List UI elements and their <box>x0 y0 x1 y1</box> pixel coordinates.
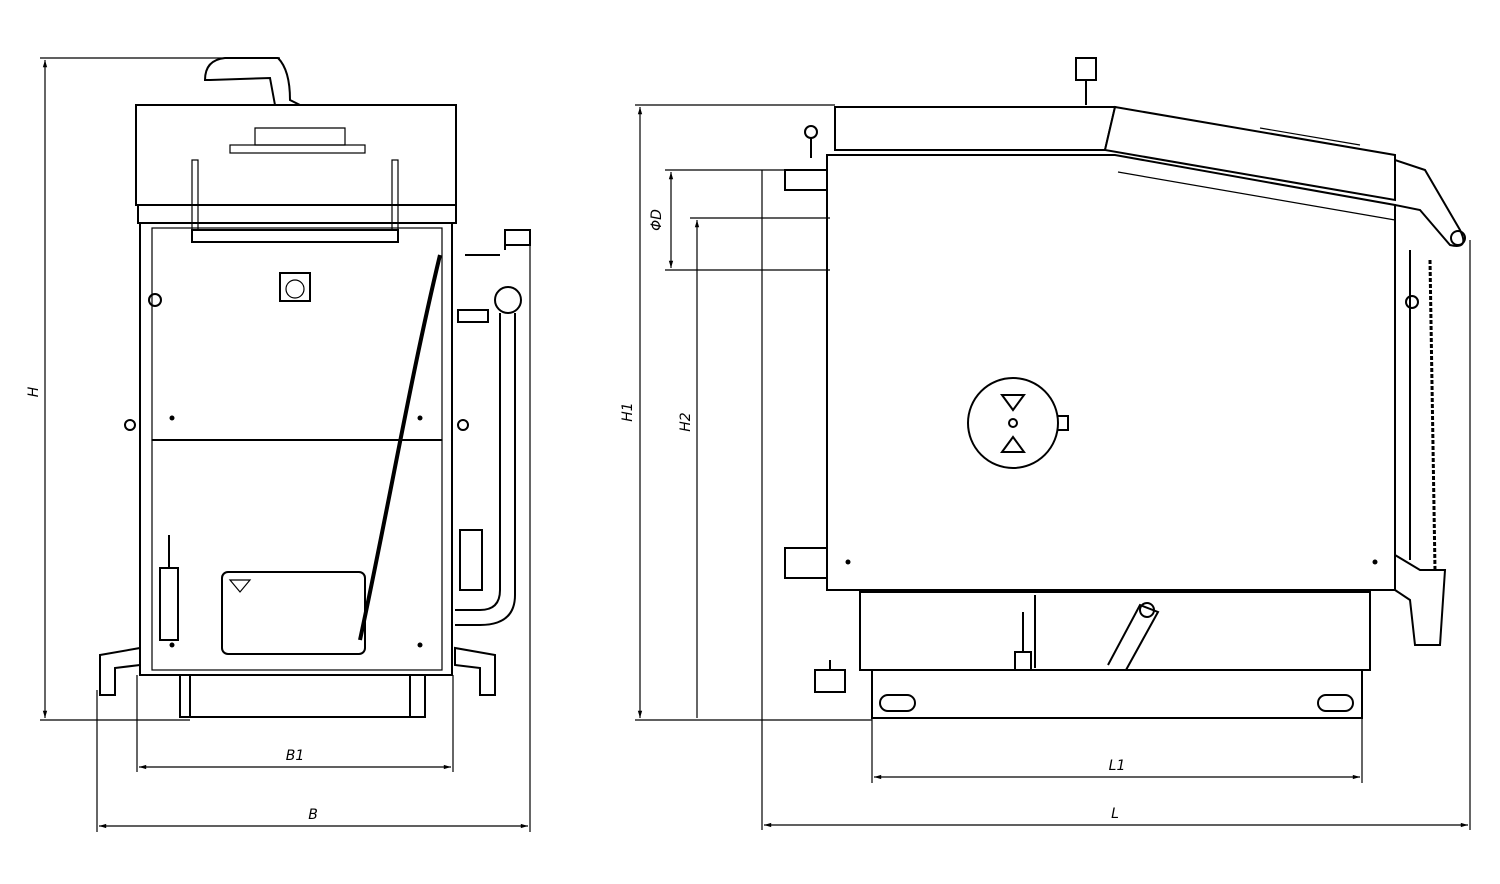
top-handle <box>203 57 301 106</box>
front-view <box>99 57 531 718</box>
door-handle-bar <box>191 229 399 243</box>
side-dimensions: H1 ΦD H2 L1 L <box>620 104 1471 830</box>
side-top-cover <box>834 106 1117 151</box>
ash-door <box>221 571 366 655</box>
base <box>179 674 426 718</box>
drain-valve <box>814 669 846 693</box>
control-panel <box>254 127 346 146</box>
label-phiD: ΦD <box>649 209 665 231</box>
label-L: L <box>1111 806 1119 822</box>
right-foot <box>454 646 496 696</box>
side-chain <box>1428 259 1437 571</box>
side-body <box>826 154 1396 591</box>
chain <box>358 254 442 641</box>
left-foot <box>99 646 141 696</box>
front-dimensions: H B1 B <box>26 57 531 832</box>
label-B: B <box>308 807 318 823</box>
outlet-pipe <box>784 169 828 191</box>
inlet-pipe <box>784 547 828 579</box>
top-knob <box>1075 57 1097 81</box>
side-view <box>784 57 1466 719</box>
side-base <box>871 669 1363 719</box>
inspection-window <box>967 377 1059 469</box>
label-H2: H2 <box>678 412 694 432</box>
control-panel-side <box>1103 105 1396 202</box>
label-L1: L1 <box>1109 758 1126 774</box>
valve-ball <box>494 286 522 314</box>
ash-box <box>859 591 1371 671</box>
top-cover <box>135 104 457 206</box>
label-H: H <box>26 386 42 397</box>
cover-lip <box>137 204 457 224</box>
label-B1: B1 <box>286 748 305 764</box>
label-H1: H1 <box>620 402 636 421</box>
thermometer-icon <box>279 272 311 302</box>
